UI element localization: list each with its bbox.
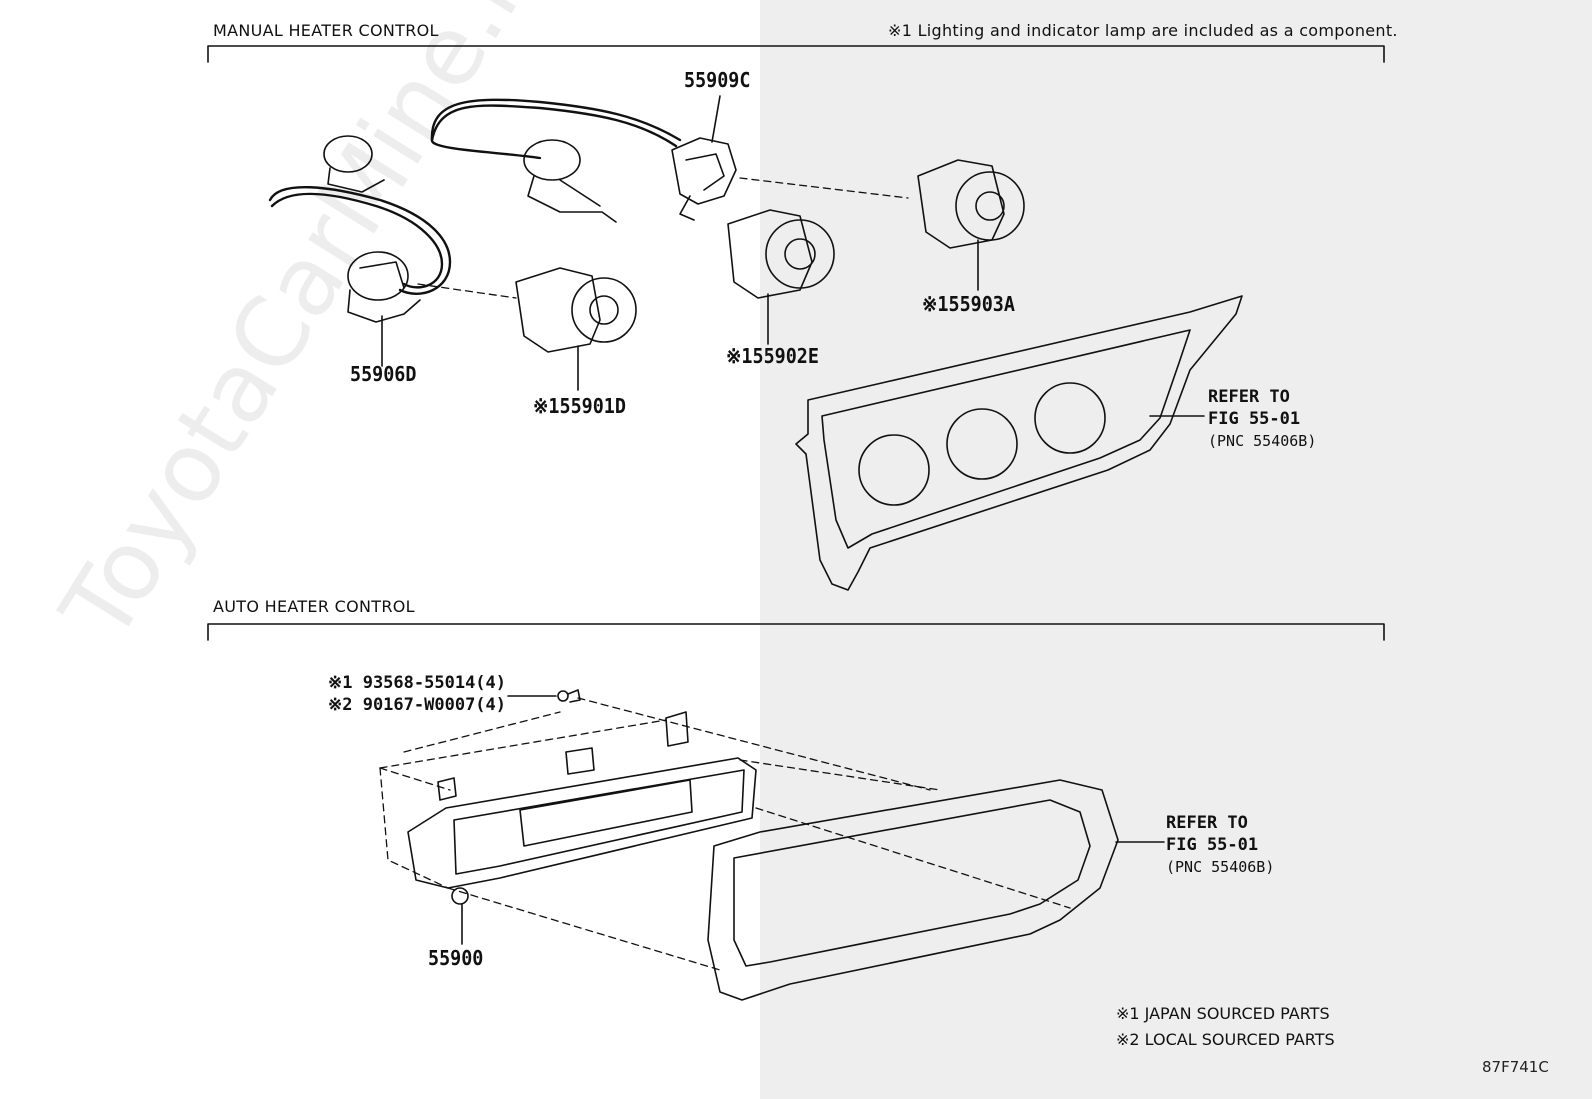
part-label-55900: 55900 xyxy=(428,946,484,970)
auto-section-title: AUTO HEATER CONTROL xyxy=(213,597,415,616)
legend-japan: ※1 JAPAN SOURCED PARTS xyxy=(1116,1004,1330,1023)
figure-code: 87F741C xyxy=(1482,1058,1549,1076)
refer-label-manual: REFER TO FIG 55-01 (PNC 55406B) xyxy=(1208,386,1316,452)
manual-section-bracket xyxy=(207,45,1385,63)
refer-manual-line3: (PNC 55406B) xyxy=(1208,432,1317,450)
part-label-55903A: ※155903A xyxy=(922,292,1015,316)
refer-auto-line3: (PNC 55406B) xyxy=(1166,858,1275,876)
knob-55903A xyxy=(917,159,1025,291)
lamp-note: ※1 Lighting and indicator lamp are inclu… xyxy=(888,21,1398,40)
auto-assembly-lines xyxy=(379,697,1071,971)
part-label-55902E: ※155902E xyxy=(726,344,819,368)
control-cables xyxy=(268,98,682,295)
part-label-55901D: ※155901D xyxy=(533,394,626,418)
refer-manual-line2: FIG 55-01 xyxy=(1208,409,1301,429)
knob-55901D xyxy=(515,267,637,391)
part-label-55909C: 55909C xyxy=(684,68,751,92)
refer-manual-line1: REFER TO xyxy=(1208,387,1290,407)
cable-clamp-left-upper xyxy=(323,135,385,193)
cable-clamp-middle xyxy=(523,139,617,223)
cable-clamp-55906D xyxy=(347,251,421,367)
auto-section-bracket xyxy=(207,623,1385,641)
sourcing-legend: ※1 JAPAN SOURCED PARTS ※2 LOCAL SOURCED … xyxy=(1116,1001,1335,1053)
auto-bezel-panel xyxy=(707,779,1165,1001)
manual-section-title: MANUAL HEATER CONTROL xyxy=(213,21,439,40)
legend-local: ※2 LOCAL SOURCED PARTS xyxy=(1116,1030,1335,1049)
shaded-right-half xyxy=(760,0,1592,1099)
refer-auto-line1: REFER TO xyxy=(1166,813,1248,833)
refer-label-auto: REFER TO FIG 55-01 (PNC 55406B) xyxy=(1166,812,1274,878)
screw-label-japan: ※1 93568-55014(4) xyxy=(328,673,507,693)
part-label-55906D: 55906D xyxy=(350,362,417,386)
screw-label-local: ※2 90167-W0007(4) xyxy=(328,695,507,715)
screw xyxy=(507,689,581,703)
manual-bezel-panel xyxy=(795,295,1243,591)
knob-55902E xyxy=(727,209,835,345)
manual-assembly-lines xyxy=(417,177,909,299)
auto-control-unit-55900 xyxy=(407,711,757,945)
refer-auto-line2: FIG 55-01 xyxy=(1166,835,1259,855)
cable-clamp-55909C xyxy=(671,95,737,221)
